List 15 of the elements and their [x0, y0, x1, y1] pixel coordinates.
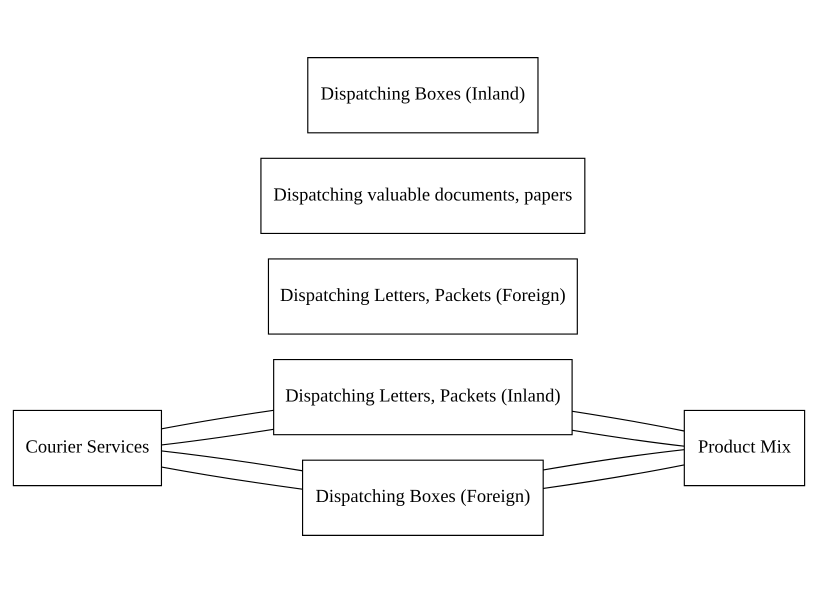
connector — [162, 428, 274, 445]
connector — [572, 410, 684, 432]
connector — [543, 448, 684, 470]
node-box: Dispatching valuable documents, papers — [260, 157, 586, 234]
node-box: Dispatching Letters, Packets (Foreign) — [268, 258, 578, 334]
node-box: Product Mix — [684, 409, 806, 486]
node-box: Courier Services — [12, 409, 162, 486]
connector — [162, 409, 274, 429]
node-box: Dispatching Boxes (Foreign) — [302, 459, 544, 536]
node-box: Dispatching Boxes (Inland) — [307, 56, 539, 133]
connector — [162, 466, 302, 490]
connector — [572, 429, 684, 446]
connector — [162, 450, 302, 471]
node-box: Dispatching Letters, Packets (Inland) — [273, 358, 573, 435]
connector — [543, 464, 684, 489]
